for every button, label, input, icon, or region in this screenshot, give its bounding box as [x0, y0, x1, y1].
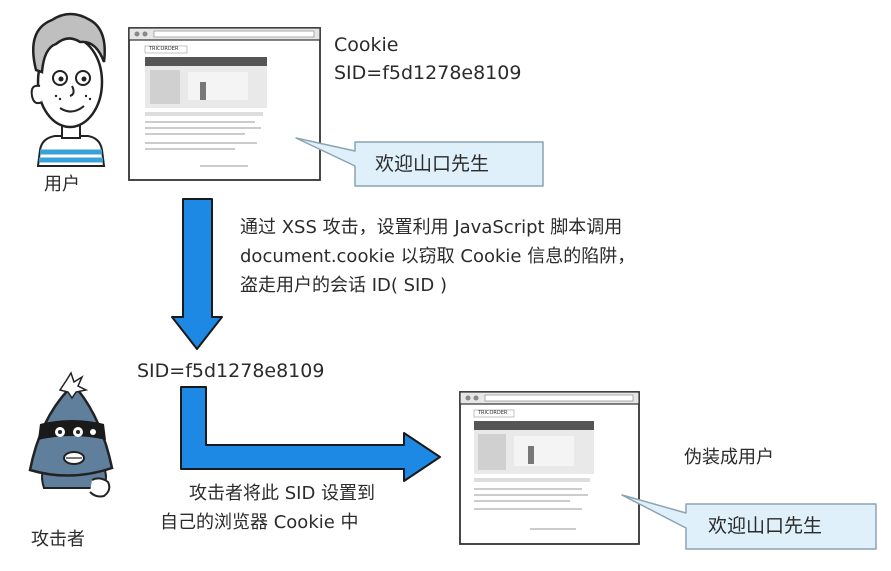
attacker-welcome-callout: [621, 494, 877, 550]
steal-arrow-icon: [171, 198, 223, 350]
attacker-label: 攻击者: [31, 529, 85, 550]
attack-step-line-1: 通过 XSS 攻击，设置利用 JavaScript 脚本调用: [240, 217, 623, 238]
user-browser-window: [128, 27, 321, 181]
user-welcome-callout: [295, 137, 544, 187]
user-browser-brand: TRICORDER: [149, 46, 179, 52]
attack-step-line-3: 盗走用户的会话 ID( SID ): [240, 275, 447, 296]
stolen-sid-value: SID=f5d1278e8109: [137, 360, 325, 382]
attack-step-line-2: document.cookie 以窃取 Cookie 信息的陷阱，: [240, 246, 636, 267]
impersonate-arrow-icon: [180, 386, 441, 482]
attacker-action-line-2: 自己的浏览器 Cookie 中: [160, 512, 359, 533]
attacker-character-icon: [28, 371, 114, 498]
cookie-sid-value: SID=f5d1278e8109: [334, 62, 522, 84]
cookie-title: Cookie: [334, 34, 399, 56]
attacker-browser-window: [459, 391, 640, 545]
user-character-icon: [30, 12, 106, 167]
attacker-browser-brand: TRICORDER: [478, 410, 508, 416]
impersonate-label: 伪装成用户: [684, 447, 774, 468]
user-callout-text: 欢迎山口先生: [375, 153, 490, 175]
user-label: 用户: [44, 174, 80, 195]
attacker-callout-text: 欢迎山口先生: [708, 515, 823, 537]
attacker-action-line-1: 攻击者将此 SID 设置到: [189, 483, 376, 504]
